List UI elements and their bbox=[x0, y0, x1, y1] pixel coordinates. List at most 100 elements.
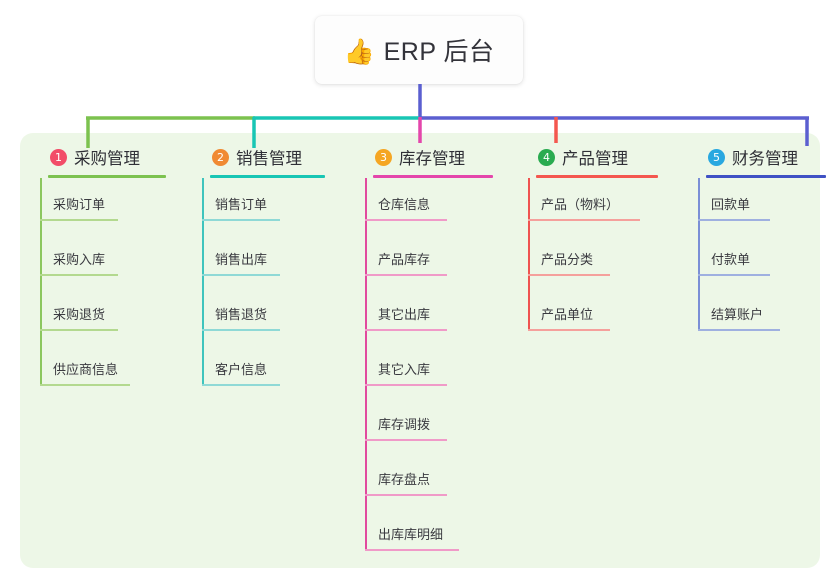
root-node-erp-backend[interactable]: 👍 ERP 后台 bbox=[315, 16, 523, 84]
leaf-node[interactable]: 库存盘点 bbox=[355, 453, 523, 508]
leaf-node[interactable]: 供应商信息 bbox=[30, 343, 190, 398]
branch-items-4: 产品（物料） 产品分类产品单位 bbox=[518, 178, 686, 343]
leaf-node[interactable]: 采购退货 bbox=[30, 288, 190, 343]
leaf-stem-line bbox=[365, 508, 367, 550]
leaf-node-underline bbox=[40, 329, 118, 331]
branch-column-1: 1 采购管理采购订单采购入库采购退货供应商信息 bbox=[30, 146, 190, 398]
leaf-node-label: 出库库明细 bbox=[378, 527, 444, 542]
leaf-stem-line bbox=[202, 288, 204, 343]
leaf-node-label: 仓库信息 bbox=[378, 197, 431, 212]
branch-underline-3 bbox=[373, 175, 493, 178]
leaf-stem-line bbox=[202, 178, 204, 233]
branch-title-4: 产品管理 bbox=[562, 150, 628, 168]
leaf-node-label: 付款单 bbox=[711, 252, 751, 267]
leaf-node[interactable]: 付款单 bbox=[688, 233, 820, 288]
branch-items-5: 回款单付款单结算账户 bbox=[688, 178, 820, 343]
leaf-node-underline bbox=[698, 329, 780, 331]
branch-header-4[interactable]: 4 产品管理 bbox=[518, 146, 686, 168]
branch-column-5: 5 财务管理回款单付款单结算账户 bbox=[688, 146, 826, 343]
thumbs-up-icon: 👍 bbox=[343, 36, 375, 66]
leaf-node-underline bbox=[40, 219, 118, 221]
leaf-node[interactable]: 其它入库 bbox=[355, 343, 523, 398]
leaf-node-label: 其它出库 bbox=[378, 307, 431, 322]
branch-title-5: 财务管理 bbox=[732, 150, 798, 168]
leaf-node[interactable]: 产品单位 bbox=[518, 288, 686, 343]
leaf-stem-line bbox=[365, 233, 367, 288]
leaf-node[interactable]: 销售出库 bbox=[192, 233, 352, 288]
leaf-stem-line bbox=[365, 453, 367, 508]
leaf-node-underline bbox=[202, 219, 280, 221]
leaf-node-label: 销售订单 bbox=[215, 197, 268, 212]
leaf-node-label: 结算账户 bbox=[711, 307, 764, 322]
leaf-stem-line bbox=[40, 178, 42, 233]
leaf-node-underline bbox=[528, 274, 610, 276]
leaf-node[interactable]: 客户信息 bbox=[192, 343, 352, 398]
branch-underline-2 bbox=[210, 175, 325, 178]
branch-header-5[interactable]: 5 财务管理 bbox=[688, 146, 820, 168]
leaf-stem-line bbox=[40, 343, 42, 385]
leaf-node-underline bbox=[365, 384, 447, 386]
leaf-node-underline bbox=[365, 549, 459, 551]
branch-column-4: 4 产品管理产品（物料） 产品分类产品单位 bbox=[518, 146, 686, 343]
leaf-node-underline bbox=[698, 219, 770, 221]
leaf-node-underline bbox=[202, 274, 280, 276]
branch-underline-5 bbox=[706, 175, 826, 178]
leaf-node-underline bbox=[365, 494, 447, 496]
leaf-node[interactable]: 销售订单 bbox=[192, 178, 352, 233]
leaf-node-label: 产品（物料） bbox=[541, 197, 620, 212]
branch-index-badge-5: 5 bbox=[708, 148, 725, 166]
leaf-stem-line bbox=[365, 288, 367, 343]
leaf-stem-line bbox=[698, 178, 700, 233]
leaf-node-label: 采购退货 bbox=[53, 307, 106, 322]
leaf-node-underline bbox=[40, 384, 130, 386]
leaf-node-underline bbox=[40, 274, 118, 276]
leaf-node[interactable]: 产品库存 bbox=[355, 233, 523, 288]
leaf-node[interactable]: 产品（物料） bbox=[518, 178, 686, 233]
leaf-stem-line bbox=[528, 288, 530, 330]
branch-items-1: 采购订单采购入库采购退货供应商信息 bbox=[30, 178, 190, 398]
leaf-node-label: 回款单 bbox=[711, 197, 751, 212]
leaf-node[interactable]: 库存调拨 bbox=[355, 398, 523, 453]
leaf-node[interactable]: 仓库信息 bbox=[355, 178, 523, 233]
leaf-node-underline bbox=[698, 274, 770, 276]
branch-title-1: 采购管理 bbox=[74, 150, 140, 168]
leaf-node-label: 产品分类 bbox=[541, 252, 594, 267]
leaf-node-label: 供应商信息 bbox=[53, 362, 119, 377]
branch-index-badge-3: 3 bbox=[375, 148, 392, 166]
leaf-node[interactable]: 产品分类 bbox=[518, 233, 686, 288]
leaf-stem-line bbox=[528, 233, 530, 288]
leaf-node-underline bbox=[202, 384, 280, 386]
leaf-stem-line bbox=[40, 233, 42, 288]
branch-items-2: 销售订单销售出库销售退货客户信息 bbox=[192, 178, 352, 398]
leaf-node-label: 库存盘点 bbox=[378, 472, 431, 487]
leaf-node-label: 采购订单 bbox=[53, 197, 106, 212]
leaf-node[interactable]: 销售退货 bbox=[192, 288, 352, 343]
branch-index-badge-4: 4 bbox=[538, 148, 555, 166]
leaf-node-label: 采购入库 bbox=[53, 252, 106, 267]
leaf-node-label: 销售出库 bbox=[215, 252, 268, 267]
leaf-node[interactable]: 结算账户 bbox=[688, 288, 820, 343]
leaf-node-underline bbox=[365, 439, 447, 441]
leaf-node[interactable]: 回款单 bbox=[688, 178, 820, 233]
branch-items-3: 仓库信息产品库存其它出库其它入库库存调拨库存盘点出库库明细 bbox=[355, 178, 523, 563]
leaf-node[interactable]: 采购订单 bbox=[30, 178, 190, 233]
branch-underline-1 bbox=[48, 175, 166, 178]
branch-underline-4 bbox=[536, 175, 658, 178]
leaf-node-label: 库存调拨 bbox=[378, 417, 431, 432]
leaf-node[interactable]: 出库库明细 bbox=[355, 508, 523, 563]
branch-header-1[interactable]: 1 采购管理 bbox=[30, 146, 190, 168]
leaf-stem-line bbox=[698, 288, 700, 330]
leaf-node-label: 产品库存 bbox=[378, 252, 431, 267]
leaf-node-label: 销售退货 bbox=[215, 307, 268, 322]
leaf-node[interactable]: 采购入库 bbox=[30, 233, 190, 288]
leaf-node-underline bbox=[365, 219, 447, 221]
leaf-stem-line bbox=[40, 288, 42, 343]
branch-index-badge-1: 1 bbox=[50, 148, 67, 166]
leaf-stem-line bbox=[365, 178, 367, 233]
leaf-node-label: 客户信息 bbox=[215, 362, 268, 377]
leaf-node[interactable]: 其它出库 bbox=[355, 288, 523, 343]
